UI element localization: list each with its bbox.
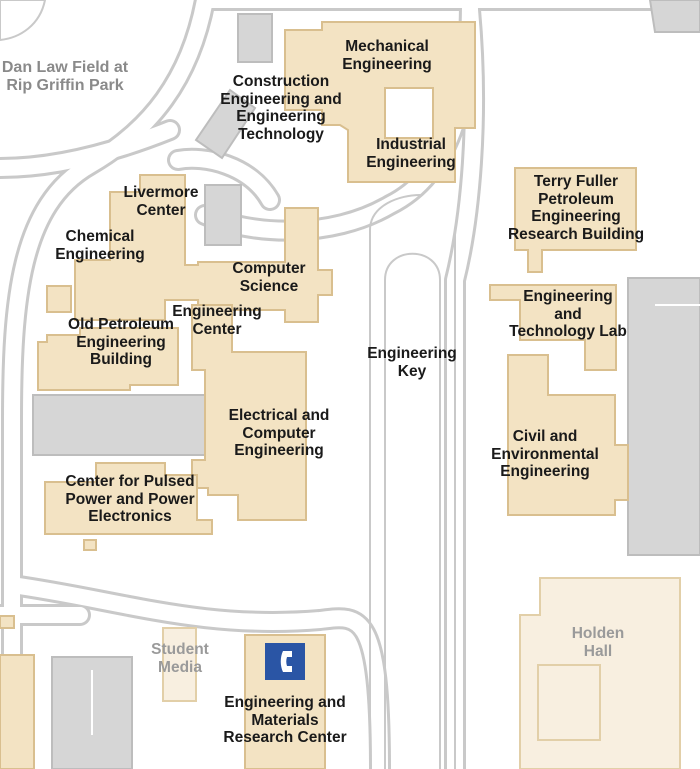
- old-petroleum-building: [37, 327, 179, 391]
- engineering-technology-lab-building: [489, 284, 617, 371]
- mechanical-engineering-building: [284, 21, 476, 183]
- buildings: [0, 21, 637, 769]
- terry-fuller-building: [514, 167, 637, 273]
- civil-environmental-building: [507, 354, 629, 516]
- engineering-center-electrical-building: [191, 304, 307, 521]
- student-media-building: [162, 627, 197, 702]
- livermore-chemical-cs-building: [74, 174, 333, 323]
- telephone-icon: [265, 643, 305, 680]
- light-buildings: [162, 577, 681, 769]
- pulsed-power-building: [44, 462, 213, 535]
- lot-markings: [91, 304, 700, 735]
- field-edge: [0, 0, 47, 42]
- small-building-west: [46, 285, 72, 313]
